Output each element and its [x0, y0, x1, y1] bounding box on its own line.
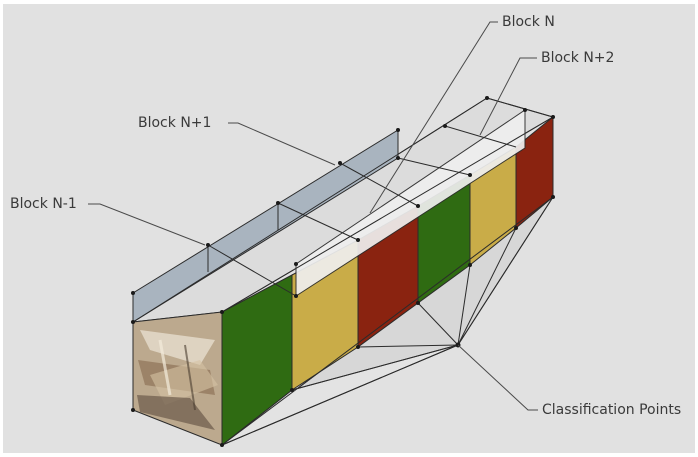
panel-block-n-plus-1 [295, 109, 526, 297]
label-block-n-minus-1: Block N-1 [10, 196, 77, 212]
label-block-n: Block N [502, 14, 555, 30]
leader-block-n-plus-1 [228, 122, 336, 166]
vertex-points [131, 96, 555, 447]
leader-lines [88, 21, 538, 411]
structure-edges [132, 97, 554, 446]
leader-block-n [369, 21, 498, 214]
label-block-n-plus-2: Block N+2 [541, 50, 615, 66]
leader-block-n-plus-2 [479, 57, 537, 136]
leader-block-n-minus-1 [88, 203, 206, 246]
front-image-texture [137, 330, 218, 430]
label-block-n-plus-1: Block N+1 [138, 115, 212, 131]
leader-classification-points [457, 344, 538, 411]
label-classification-points: Classification Points [542, 402, 682, 418]
